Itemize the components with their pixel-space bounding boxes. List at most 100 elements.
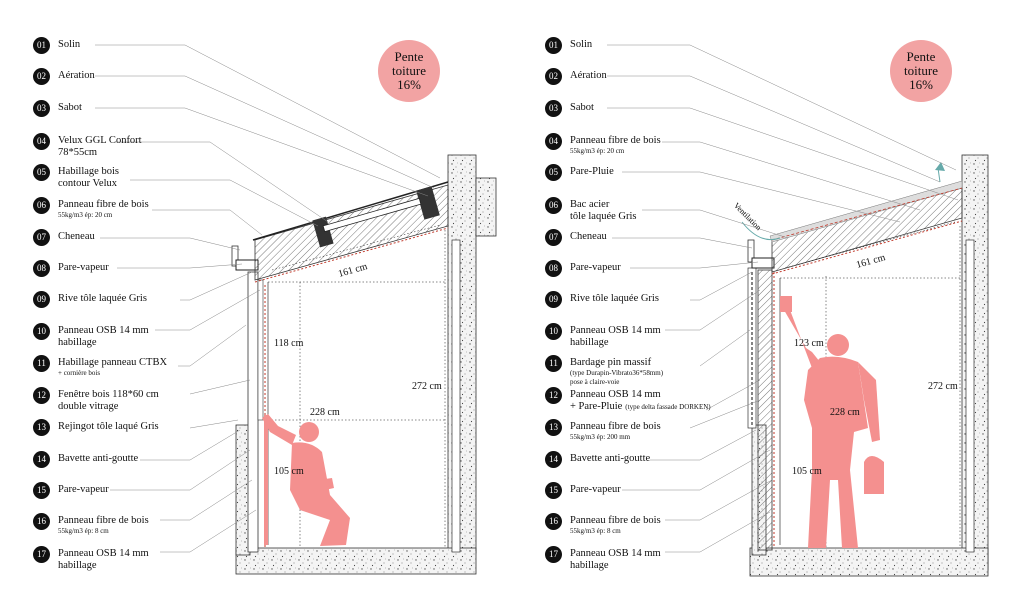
badge-line-3: 16% (909, 77, 933, 92)
legend-number-badge: 08 (545, 260, 562, 277)
legend-label-main: Panneau OSB 14 mm (58, 548, 149, 559)
legend-label-sub: 55kg/m3 ép: 8 cm (58, 527, 109, 535)
legend-number-badge: 15 (545, 482, 562, 499)
legend-label: Sabot (570, 100, 594, 114)
legend-label-sub: + cornière bois (58, 369, 101, 377)
legend-number-badge: 07 (545, 229, 562, 246)
legend-number-badge: 14 (33, 451, 50, 468)
dim-272: 272 cm (412, 381, 442, 392)
legend-number-badge: 06 (33, 197, 50, 214)
legend-number-badge: 13 (545, 419, 562, 436)
legend-number-badge: 05 (545, 164, 562, 181)
legend-label: Pare-vapeur (58, 482, 109, 496)
legend-item: 08 Pare-vapeur (545, 260, 621, 277)
badge-line-1: Pente (906, 49, 936, 64)
badge-line-2: toiture (392, 63, 426, 78)
legend-item: 14 Bavette anti-goutte (545, 451, 650, 468)
legend-label-main: Habillage bois (58, 166, 119, 177)
legend-number-badge: 09 (545, 291, 562, 308)
legend-item: 13 Rejingot tôle laqué Gris (33, 419, 159, 436)
legend-label-main: Aération (570, 70, 607, 81)
legend-label: Solin (58, 37, 80, 51)
legend-label-main: Bac acier (570, 199, 610, 210)
legend-number-badge: 05 (33, 164, 50, 181)
legend-item: 02 Aération (545, 68, 607, 85)
legend-number-badge: 06 (545, 197, 562, 214)
ventilation-label: Ventilation (731, 200, 764, 233)
legend-label-main: Bavette anti-goutte (570, 453, 651, 464)
legend-label: Pare-Pluie (570, 164, 614, 178)
legend-label: Rejingot tôle laqué Gris (58, 419, 159, 433)
legend-item: 15 Pare-vapeur (33, 482, 109, 499)
legend-label-main: Panneau OSB 14 mm (570, 548, 661, 559)
legend-label-main: Rive tôle laquée Gris (570, 293, 659, 304)
legend-number-badge: 07 (33, 229, 50, 246)
dim-105: 105 cm (274, 466, 304, 477)
dim-228: 228 cm (830, 407, 860, 418)
legend-number-badge: 04 (545, 133, 562, 150)
legend-label-main: Fenêtre bois 118*60 cm (58, 389, 159, 400)
legend-number-badge: 10 (33, 323, 50, 340)
legend-label-main: Solin (58, 39, 81, 50)
legend-number-badge: 01 (545, 37, 562, 54)
dim-161: 161 cm (337, 261, 369, 280)
legend-label-main: Panneau OSB 14 mm (570, 389, 661, 400)
legend-label: Aération (58, 68, 95, 82)
legend-label: Pare-vapeur (58, 260, 109, 274)
dim-272: 272 cm (928, 381, 958, 392)
legend-label: Sabot (58, 100, 82, 114)
legend-label-sub: 55kg/m3 ép: 200 mm (570, 433, 631, 441)
legend-item: 01 Solin (545, 37, 592, 54)
legend-number-badge: 14 (545, 451, 562, 468)
legend-number-badge: 15 (33, 482, 50, 499)
legend-label-main: Panneau OSB 14 mm (570, 325, 661, 336)
legend-number-badge: 04 (33, 133, 50, 150)
badge-line-3: 16% (397, 77, 421, 92)
legend-label-main: Habillage panneau CTBX (58, 357, 168, 368)
legend-number-badge: 02 (545, 68, 562, 85)
legend-number-badge: 03 (33, 100, 50, 117)
legend-label: Pare-vapeur (570, 260, 621, 274)
legend-label: Solin (570, 37, 592, 51)
legend-label-sub2: pose à claire-voie (570, 378, 620, 386)
legend-label-main: Panneau fibre de bois (570, 421, 661, 432)
slope-badge: Pente toiture 16% (890, 40, 952, 102)
legend-label-line2: habillage (570, 337, 609, 348)
legend-number-badge: 16 (33, 513, 50, 530)
legend-item: 14 Bavette anti-goutte (33, 451, 138, 468)
legend-label: Bardage pin massif(type Durapin-Vibrato3… (570, 355, 663, 387)
legend-label-main: Pare-vapeur (58, 484, 109, 495)
legend-number-badge: 13 (33, 419, 50, 436)
legend-number-badge: 09 (33, 291, 50, 308)
legend-label: Bavette anti-goutte (58, 451, 138, 465)
legend-number-badge: 10 (545, 323, 562, 340)
dim-161: 161 cm (855, 252, 887, 271)
dim-118: 118 cm (274, 338, 304, 349)
worker-standing-figure (780, 296, 884, 548)
